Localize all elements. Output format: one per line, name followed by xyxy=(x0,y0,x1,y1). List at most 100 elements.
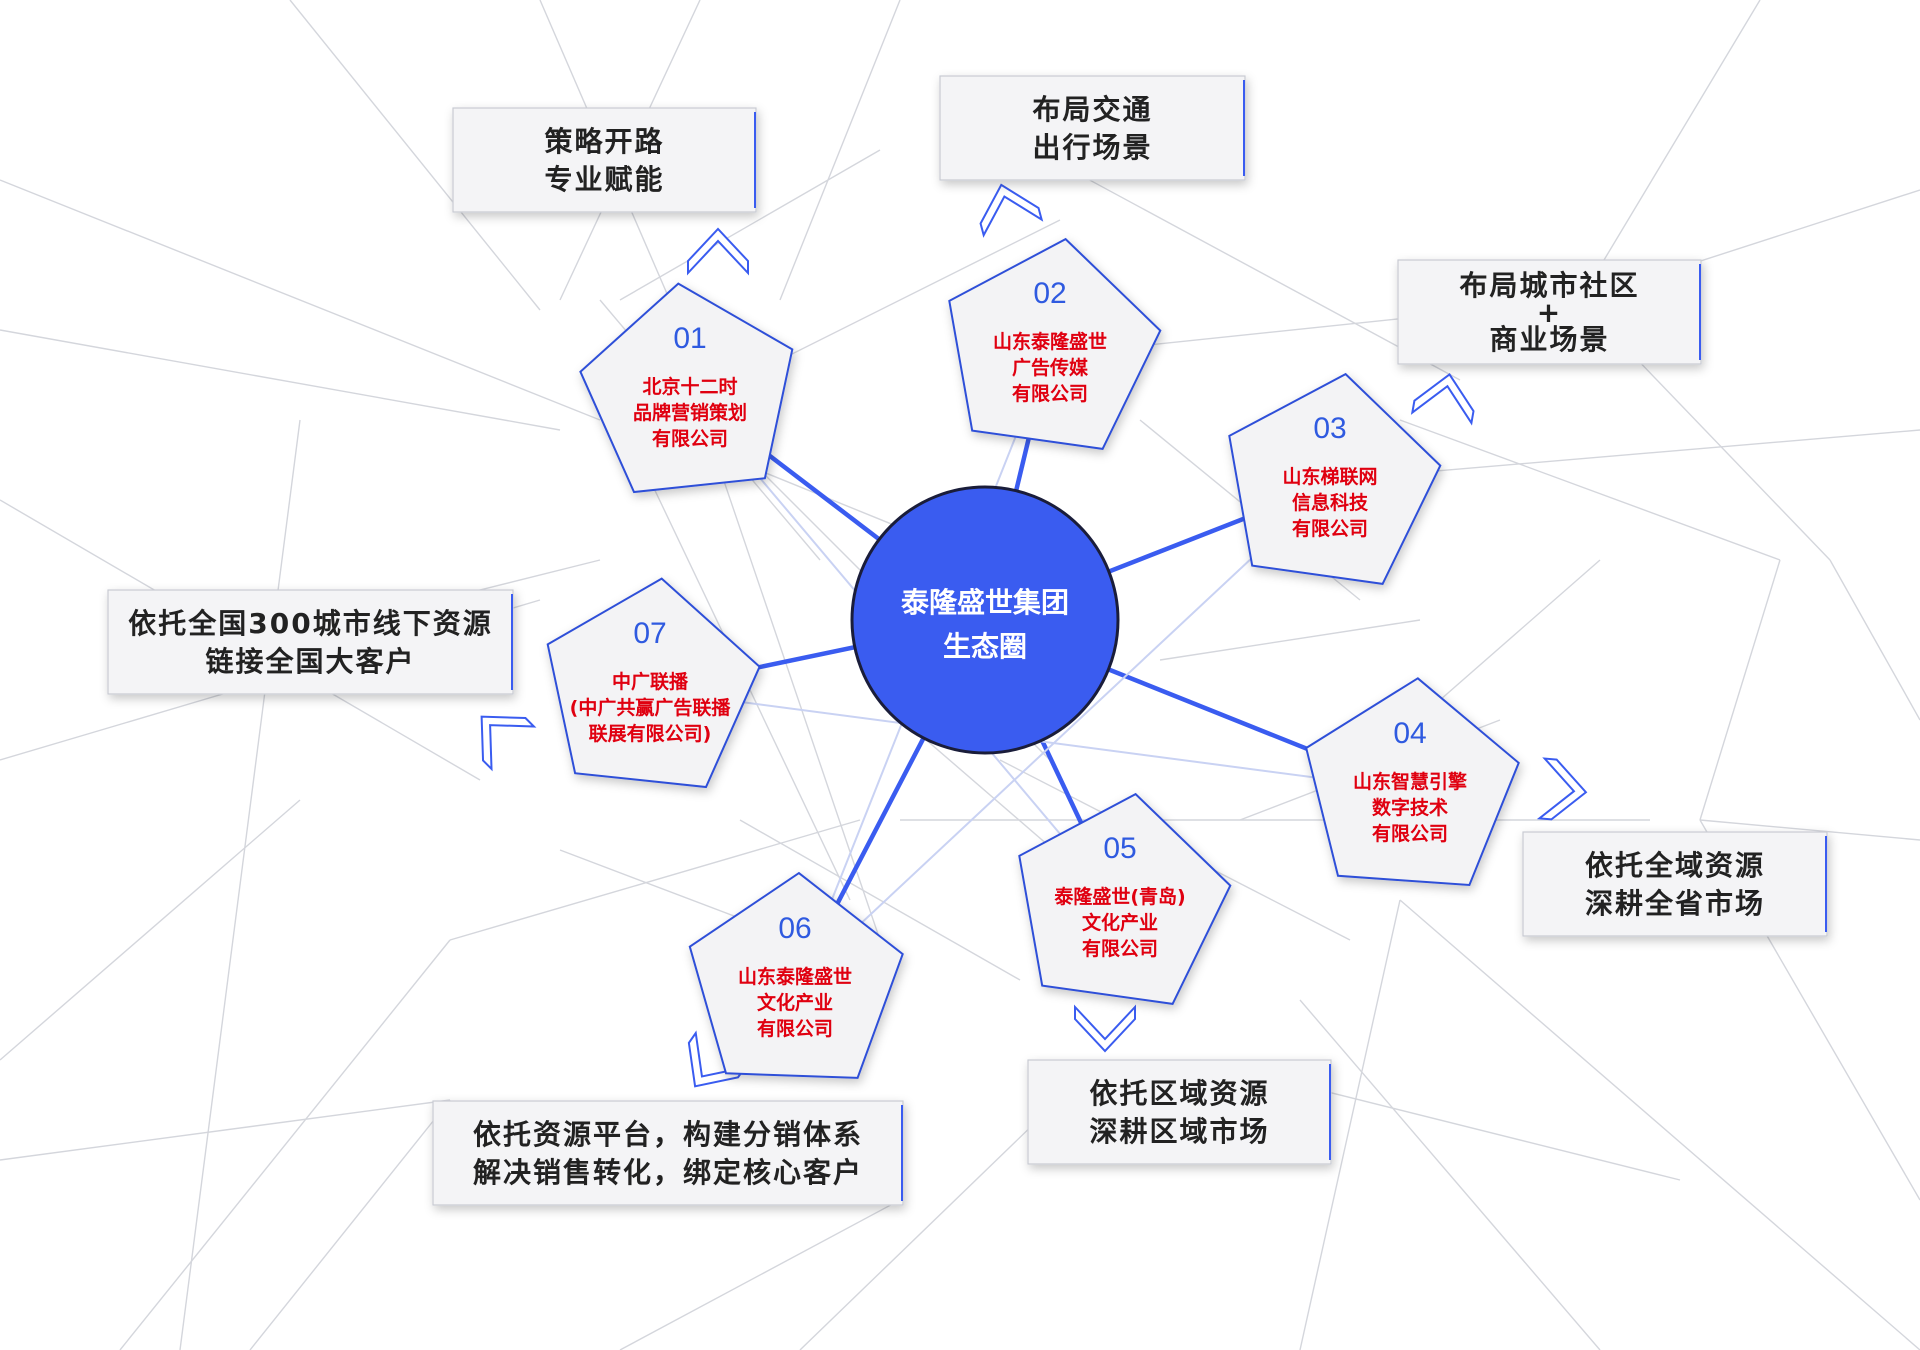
network-line xyxy=(1399,419,1781,561)
network-line xyxy=(249,1099,451,1350)
node-number: 03 xyxy=(1313,412,1346,445)
label-box-text: 解决销售转化，绑定核心客户 xyxy=(473,1156,863,1189)
network-line xyxy=(1829,559,1920,721)
company-name-line: 山东泰隆盛世 xyxy=(993,330,1107,353)
label-box-text: 依托全国300城市线下资源 xyxy=(128,607,492,640)
company-pentagons: 01北京十二时品牌营销策划有限公司02山东泰隆盛世广告传媒有限公司03山东梯联网… xyxy=(546,237,1520,1079)
network-line xyxy=(1159,619,1421,661)
chevron-icon xyxy=(480,715,537,772)
company-name-line: 有限公司 xyxy=(757,1017,833,1040)
node-number: 06 xyxy=(778,912,811,945)
chevron-icon xyxy=(979,183,1044,238)
network-line xyxy=(739,819,1021,981)
pentagon-shape xyxy=(948,237,1162,450)
label-box-text: 策略开路 xyxy=(544,125,664,158)
network-line xyxy=(0,799,301,1061)
label-box-frame xyxy=(432,1100,904,1206)
pentagon-shape xyxy=(579,282,794,494)
company-name-line: 数字技术 xyxy=(1372,796,1448,819)
label-boxes: 策略开路专业赋能布局交通出行场景布局城市社区+商业场景依托全域资源深耕全省市场依… xyxy=(107,75,1828,1206)
network-line xyxy=(1399,899,1920,1350)
pentagon-shape xyxy=(546,577,761,789)
hub-circle xyxy=(850,485,1120,755)
company-name-line: 有限公司 xyxy=(1012,382,1088,405)
label-box-frame xyxy=(1522,831,1828,937)
network-line xyxy=(759,219,1061,371)
label-box-text: 深耕区域市场 xyxy=(1089,1115,1269,1148)
network-line xyxy=(179,419,301,1350)
company-name-line: 联展有限公司) xyxy=(589,722,712,745)
node-number: 04 xyxy=(1393,717,1426,750)
label-box-text: 布局城市社区 xyxy=(1459,269,1639,302)
label-box-03: 布局城市社区+商业场景 xyxy=(1397,259,1702,365)
company-name-line: 有限公司 xyxy=(1292,517,1368,540)
pentagon-shape xyxy=(688,871,904,1079)
label-box-frame xyxy=(107,589,514,695)
company-name-line: 泰隆盛世(青岛) xyxy=(1053,885,1185,908)
company-name-line: 信息科技 xyxy=(1292,491,1369,514)
label-box-frame xyxy=(939,75,1246,181)
network-line xyxy=(289,0,541,311)
chevron-icon xyxy=(1074,1004,1136,1053)
label-box-text: 链接全国大客户 xyxy=(205,645,415,678)
network-line xyxy=(1699,559,1781,821)
company-name-line: 广告传媒 xyxy=(1012,356,1089,379)
company-name-line: 山东智慧引擎 xyxy=(1353,770,1467,793)
network-line xyxy=(1579,0,1761,301)
label-box-text: + xyxy=(1537,296,1562,329)
company-name-line: (中广共赢广告联播 xyxy=(570,696,732,719)
label-box-text: 依托全域资源 xyxy=(1585,849,1765,882)
label-box-text: 商业场景 xyxy=(1489,323,1609,356)
company-name-line: 文化产业 xyxy=(757,991,833,1014)
node-number: 01 xyxy=(673,322,706,355)
company-name-line: 有限公司 xyxy=(1372,822,1448,845)
network-line xyxy=(0,329,561,431)
network-line xyxy=(709,439,881,941)
chevron-icon xyxy=(1410,372,1475,426)
secondary-connector-line xyxy=(794,484,1331,986)
company-name-line: 有限公司 xyxy=(652,427,728,450)
network-line xyxy=(0,179,601,421)
company-name-line: 山东泰隆盛世 xyxy=(738,965,852,988)
label-box-frame xyxy=(1397,259,1702,365)
label-box-frame xyxy=(452,107,757,213)
chevron-icon xyxy=(1536,757,1588,821)
network-line xyxy=(1299,999,1601,1350)
network-line xyxy=(1299,899,1401,1350)
hub-title-line: 泰隆盛世集团 xyxy=(901,586,1069,619)
chevron-icon xyxy=(687,227,749,276)
company-name-line: 北京十二时 xyxy=(642,375,737,398)
company-name-line: 品牌营销策划 xyxy=(633,401,747,424)
node-number: 05 xyxy=(1103,832,1136,865)
company-name-line: 文化产业 xyxy=(1082,911,1158,934)
pentagon-shape xyxy=(1228,372,1442,585)
network-line xyxy=(449,819,861,941)
pentagon-shape xyxy=(1018,792,1232,1005)
network-line xyxy=(0,1099,451,1161)
label-box-text: 深耕全省市场 xyxy=(1585,887,1765,920)
network-line xyxy=(1699,819,1920,841)
node-number: 07 xyxy=(633,617,666,650)
network-line xyxy=(1439,559,1601,701)
company-name-line: 中广联播 xyxy=(612,670,689,693)
label-box-text: 依托资源平台，构建分销体系 xyxy=(473,1118,863,1151)
label-box-text: 布局交通 xyxy=(1032,93,1152,126)
company-name-line: 山东梯联网 xyxy=(1282,465,1377,488)
label-box-text: 专业赋能 xyxy=(544,163,664,196)
network-line xyxy=(119,939,451,1350)
network-line xyxy=(619,149,881,301)
company-name-line: 有限公司 xyxy=(1082,937,1158,960)
